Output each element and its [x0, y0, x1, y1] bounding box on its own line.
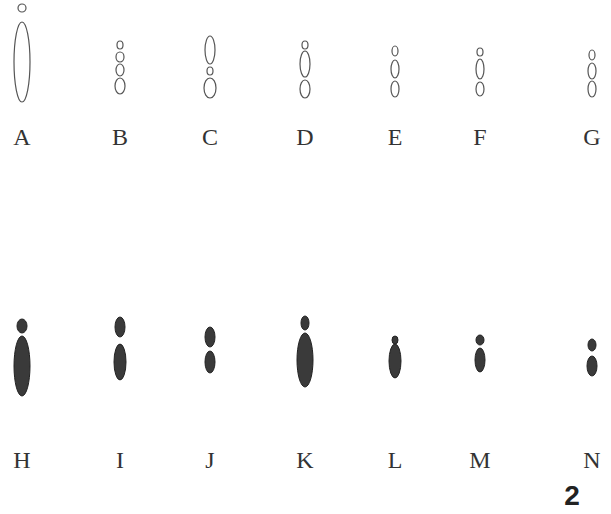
chromosome-letter: F: [473, 125, 486, 149]
chromosome-segment: [392, 46, 398, 56]
chromosome: [205, 327, 215, 373]
outline-row: [14, 4, 596, 102]
chromosome-segment: [14, 336, 30, 396]
chromosome: [300, 41, 310, 98]
chromosome-segment: [114, 344, 126, 380]
chromosome-segment: [18, 4, 26, 12]
chromosome-segment: [205, 36, 215, 64]
chromosome-letter: G: [583, 125, 600, 149]
chromosome-segment: [588, 63, 596, 79]
chromosome-segment: [588, 81, 596, 97]
chromosome-segment: [476, 82, 484, 96]
chromosome-segment: [389, 344, 401, 378]
chromosome-segment: [587, 356, 597, 376]
chromosome-segment: [392, 336, 398, 344]
chromosome: [114, 317, 126, 380]
chromosome-letter: J: [205, 448, 214, 472]
chromosome-segment: [391, 81, 399, 97]
chromosome-segment: [476, 335, 484, 345]
chromosome: [115, 41, 125, 94]
chromosome-letter: E: [388, 125, 403, 149]
chromosome-segment: [301, 316, 309, 330]
chromosome-letter: K: [296, 448, 313, 472]
chromosome-segment: [116, 64, 124, 76]
chromosome-segment: [300, 51, 310, 77]
chromosome-segment: [204, 78, 216, 98]
chromosome-letter: M: [469, 448, 490, 472]
chromosome-letter: C: [202, 125, 218, 149]
chromosome-segment: [302, 41, 308, 49]
chromosome: [476, 48, 484, 96]
chromosome-segment: [588, 339, 596, 351]
chromosome-segment: [300, 80, 310, 98]
chromosome: [204, 36, 216, 98]
chromosome-segment: [115, 317, 125, 337]
chromosome-segment: [475, 348, 485, 372]
chromosome-letter: N: [583, 448, 600, 472]
chromosome-segment: [115, 78, 125, 94]
chromosome-segment: [297, 333, 313, 387]
chromosome-letter: L: [388, 448, 403, 472]
chromosome: [391, 46, 399, 97]
chromosome-letter: D: [296, 125, 313, 149]
chromosome: [297, 316, 313, 387]
filled-row: [14, 316, 597, 396]
chromosome-segment: [589, 50, 595, 60]
chromosome: [587, 339, 597, 376]
chromosome: [389, 336, 401, 378]
chromosome-segment: [14, 22, 30, 102]
chromosome: [588, 50, 596, 97]
chromosome-segment: [116, 52, 124, 62]
chromosome-letter: I: [116, 448, 124, 472]
chromosome-segment: [207, 67, 213, 75]
chromosome-segment: [117, 41, 123, 49]
chromosome-segment: [391, 60, 399, 78]
chromosome-segment: [205, 351, 215, 373]
chromosome-letter: B: [112, 125, 128, 149]
chromosome: [14, 319, 30, 396]
chromosome: [14, 4, 30, 102]
chromosome-segment: [476, 59, 484, 79]
chromosome-letter: H: [13, 448, 30, 472]
chromosome-segment: [477, 48, 483, 56]
chromosome-segment: [17, 319, 27, 333]
chromosome-segment: [205, 327, 215, 347]
figure-number: 2: [564, 482, 580, 510]
chromosome-letter: A: [13, 125, 30, 149]
chromosome: [475, 335, 485, 372]
